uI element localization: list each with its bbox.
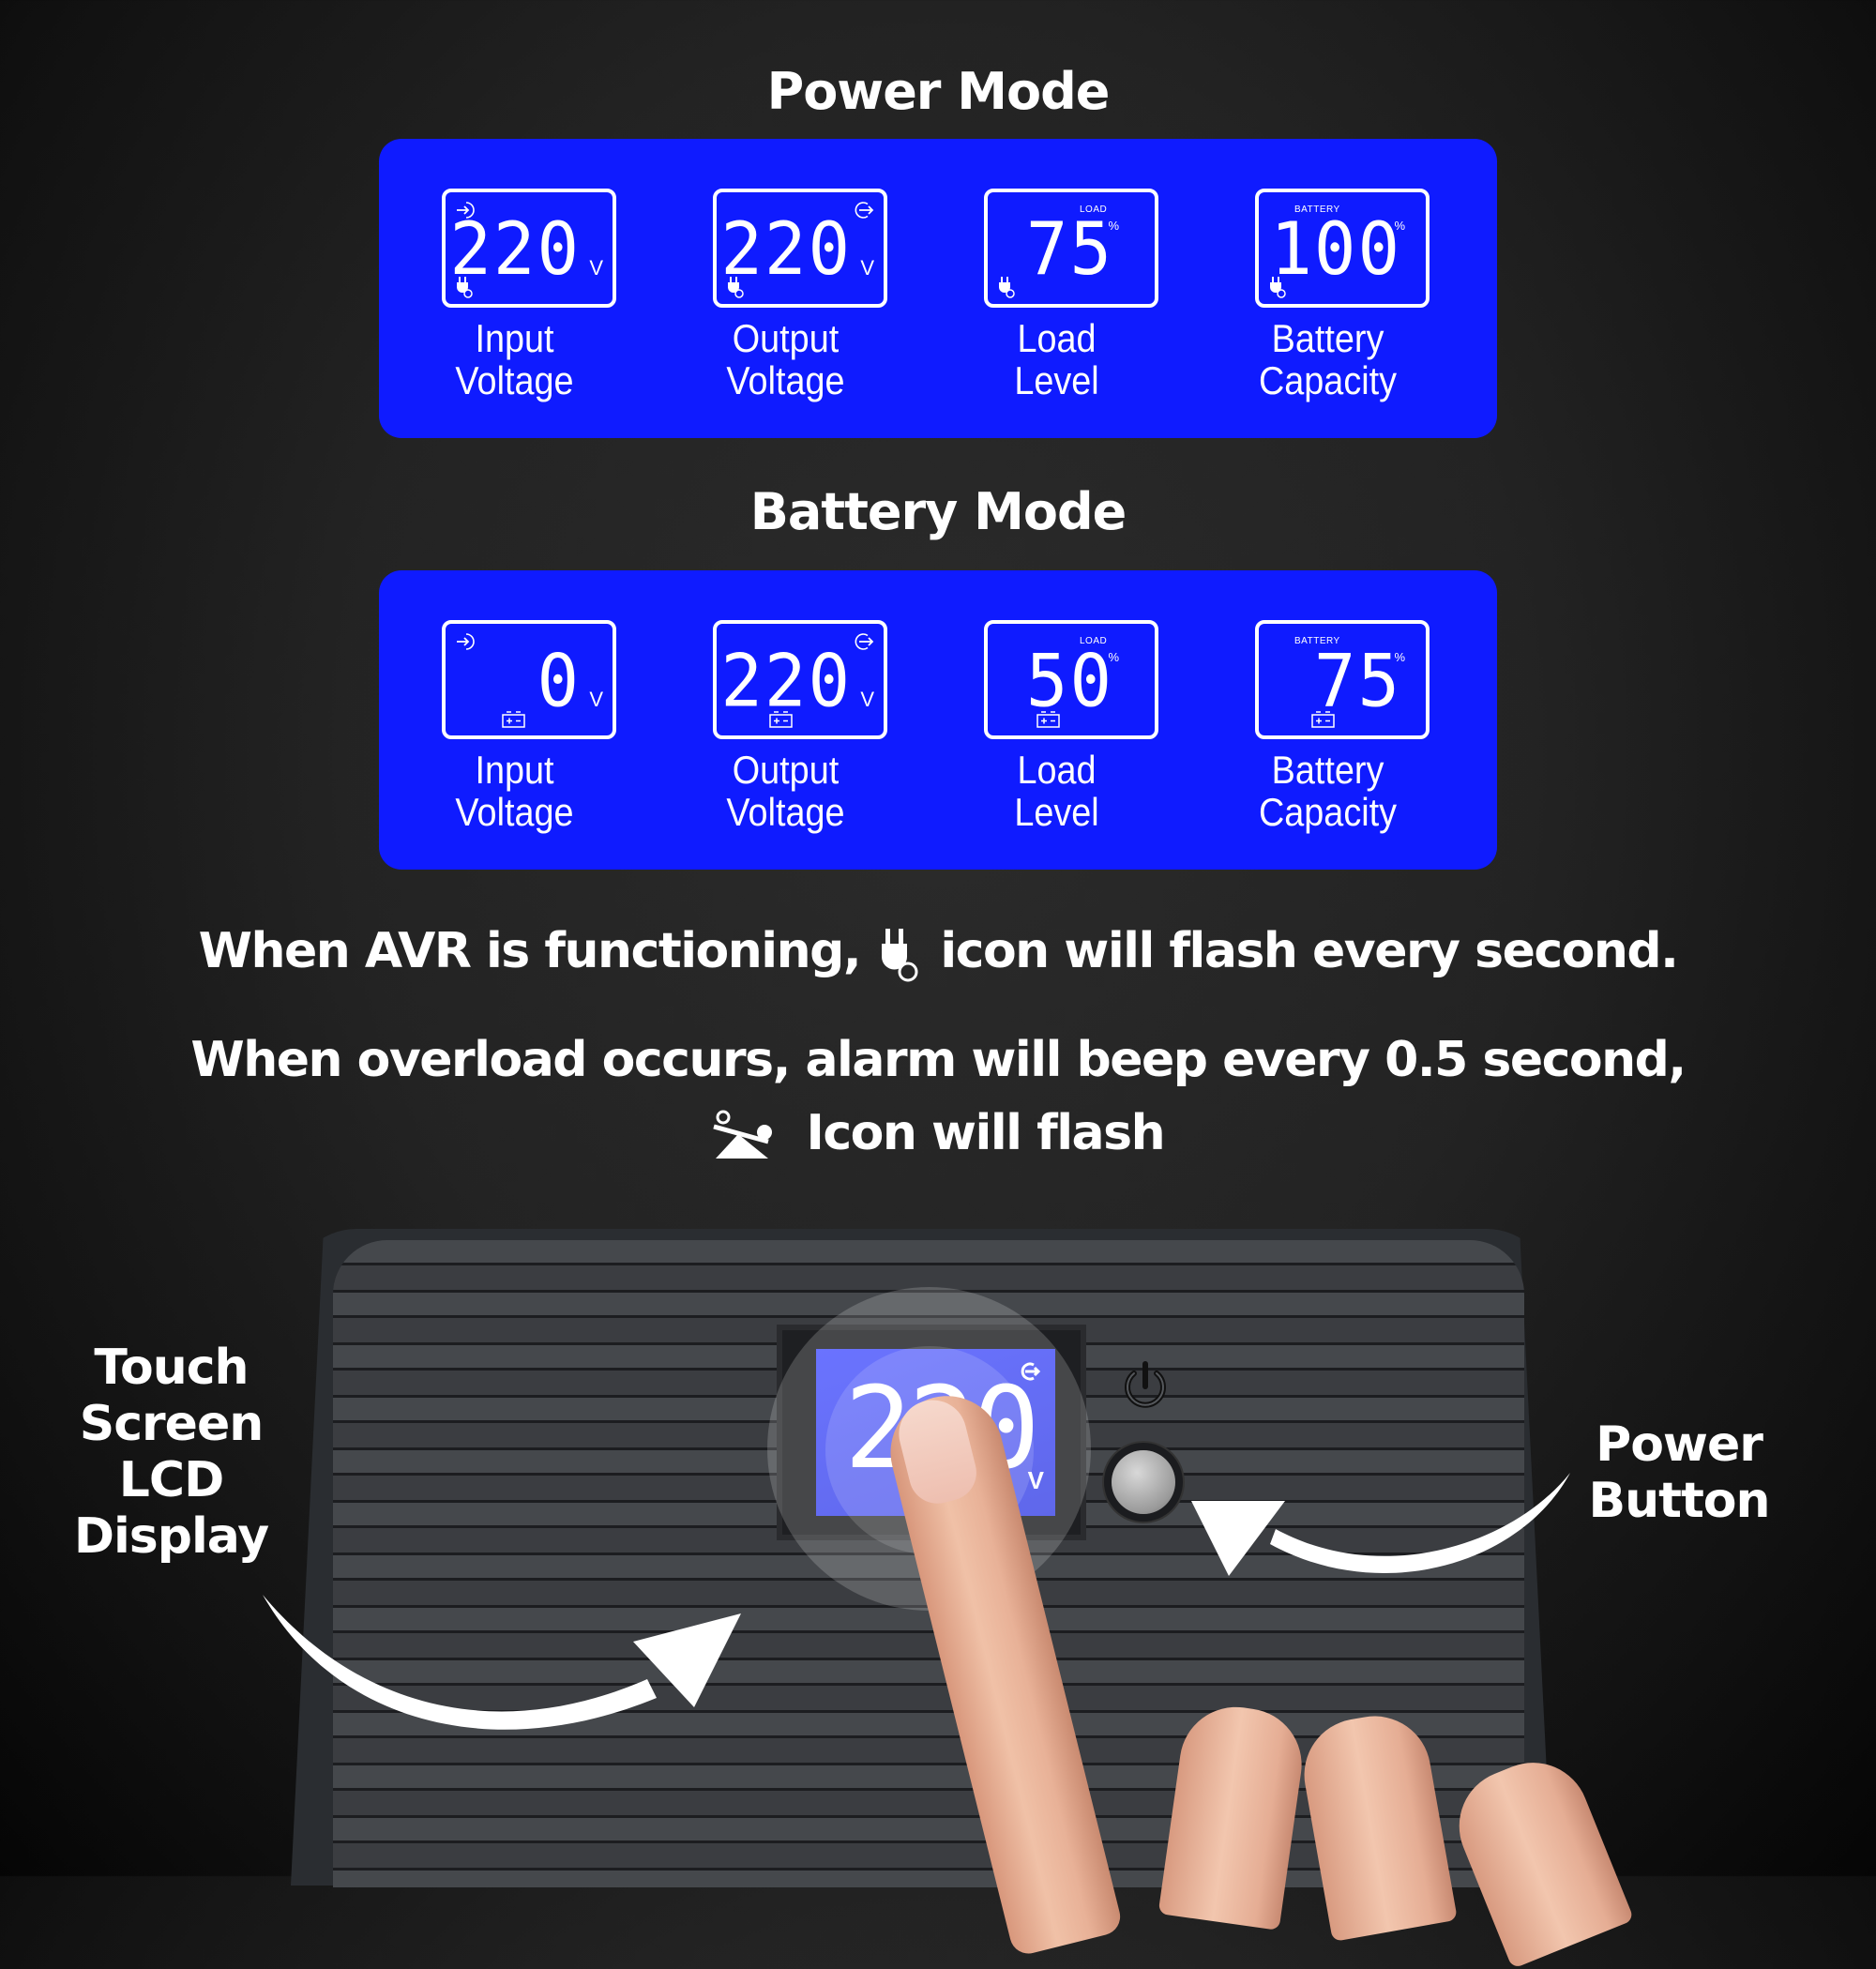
arrow-to-power-button-icon xyxy=(1191,1473,1570,1576)
overload-note-line2: Icon will flash xyxy=(0,1105,1876,1162)
battery-icon xyxy=(1311,711,1335,728)
lcd-tag: LOAD xyxy=(1080,204,1108,215)
lcd-value: 220 xyxy=(720,638,852,724)
input-arrow-icon xyxy=(457,633,475,650)
battery-mode-title: Battery Mode xyxy=(749,482,1127,541)
lcd-unit: V xyxy=(589,688,603,711)
overload-seesaw-icon xyxy=(713,1110,772,1159)
lcd-display: 0 V xyxy=(442,620,616,739)
lcd-tag: BATTERY xyxy=(1294,636,1340,646)
battery-icon xyxy=(1036,711,1060,728)
arrow-to-lcd-icon xyxy=(263,1595,741,1730)
lcd-display: BATTERY 100 % xyxy=(1255,189,1430,308)
lcd-tag: BATTERY xyxy=(1294,204,1340,215)
plug-icon xyxy=(999,277,1015,298)
battery-icon xyxy=(502,711,525,728)
lcd-display: LOAD 50 % xyxy=(984,620,1158,739)
lcd-value: 220 xyxy=(720,206,852,293)
plug-icon xyxy=(881,929,918,982)
plug-icon xyxy=(728,277,744,298)
lcd-unit: % xyxy=(1108,650,1119,664)
lcd-display: 220 V xyxy=(713,189,887,308)
lcd-value: 220 xyxy=(449,206,581,293)
input-arrow-icon xyxy=(457,202,475,219)
plug-icon xyxy=(1270,277,1286,298)
lcd-value: 75 xyxy=(1313,638,1401,724)
lcd-display: LOAD 75 % xyxy=(984,189,1158,308)
lcd-value: 100 xyxy=(1270,206,1401,293)
lcd-unit: % xyxy=(1108,219,1119,233)
lcd-tag: LOAD xyxy=(1080,636,1108,646)
lcd-unit: V xyxy=(589,256,603,280)
output-arrow-icon xyxy=(1021,1362,1041,1381)
lcd-unit: % xyxy=(1394,650,1405,664)
power-button-callout: Power Button xyxy=(1588,1416,1770,1529)
power-mode-title: Power Mode xyxy=(766,62,1111,121)
power-button[interactable] xyxy=(1112,1450,1175,1514)
plug-icon xyxy=(457,277,473,298)
output-arrow-icon xyxy=(855,633,874,650)
lcd-display: 220 V xyxy=(442,189,616,308)
lcd-unit: V xyxy=(860,688,874,711)
lcd-display: BATTERY 75 % xyxy=(1255,620,1430,739)
lcd-unit: % xyxy=(1394,219,1405,233)
lcd-value: 0 xyxy=(537,638,581,724)
avr-note: When AVR is functioning, icon will flash… xyxy=(0,923,1876,983)
overload-note-line1: When overload occurs, alarm will beep ev… xyxy=(190,1032,1687,1088)
battery-icon xyxy=(769,711,793,728)
device-screen-unit: V xyxy=(1027,1466,1044,1494)
power-icon xyxy=(1125,1361,1166,1408)
output-arrow-icon xyxy=(855,202,874,219)
lcd-unit: V xyxy=(860,256,874,280)
lcd-value: 75 xyxy=(1025,206,1113,293)
lcd-display: 220 V xyxy=(713,620,887,739)
touch-screen-callout: Touch Screen LCD Display xyxy=(73,1340,269,1565)
lcd-value: 50 xyxy=(1025,638,1113,724)
